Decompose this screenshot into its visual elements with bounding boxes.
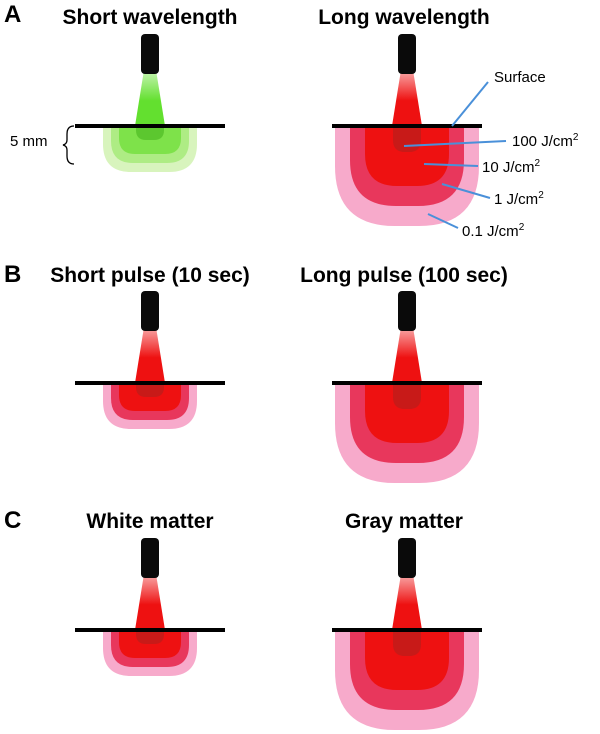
penetration-zone-10 [365, 126, 449, 186]
light-beam [392, 327, 422, 383]
level-label-100: 100 J/cm2 [512, 132, 579, 150]
light-beam [392, 574, 422, 630]
leader-line-01 [427, 213, 459, 229]
leader-line-10 [423, 163, 479, 167]
depth-label: 5 mm [10, 133, 48, 150]
depth-brace [62, 125, 75, 165]
title-white-matter: White matter [86, 510, 213, 533]
penetration-zone-10 [365, 383, 449, 443]
surface-label: Surface [494, 69, 546, 86]
level-label-10: 10 J/cm2 [482, 158, 541, 176]
penetration-zone-100 [136, 630, 164, 644]
penetration-zone-10 [365, 630, 449, 690]
diagram-short-pulse [75, 291, 225, 429]
light-beam [135, 574, 165, 630]
emitter-probe [398, 34, 416, 74]
light-beam [135, 327, 165, 383]
emitter-probe [141, 34, 159, 74]
penetration-zone-100 [393, 383, 421, 409]
penetration-zone-100 [136, 126, 164, 140]
diagram-white-matter [75, 538, 225, 676]
title-long-pulse: Long pulse (100 sec) [300, 264, 508, 287]
title-short-wavelength: Short wavelength [62, 6, 237, 29]
emitter-probe [141, 291, 159, 331]
leader-line-100 [403, 140, 507, 147]
emitter-probe [141, 538, 159, 578]
diagram-short-wavelength [75, 34, 225, 172]
title-gray-matter: Gray matter [345, 510, 463, 533]
panel-letter-c: C [4, 507, 21, 534]
title-long-wavelength: Long wavelength [318, 6, 490, 29]
diagram-gray-matter [332, 538, 482, 730]
diagram-long-pulse [332, 291, 482, 483]
light-beam [392, 70, 422, 126]
emitter-probe [398, 291, 416, 331]
light-beam [135, 70, 165, 126]
surface-leader-line [451, 81, 489, 127]
level-label-01: 0.1 J/cm2 [462, 222, 525, 240]
penetration-zone-100 [393, 630, 421, 656]
penetration-zone-100 [136, 383, 164, 397]
penetration-zone-100 [393, 126, 421, 152]
level-label-1: 1 J/cm2 [494, 190, 544, 208]
title-short-pulse: Short pulse (10 sec) [50, 264, 250, 287]
diagram-long-wavelength [332, 34, 482, 226]
panel-letter-b: B [4, 261, 21, 288]
emitter-probe [398, 538, 416, 578]
leader-line-1 [441, 183, 491, 199]
panel-letter-a: A [4, 1, 21, 28]
